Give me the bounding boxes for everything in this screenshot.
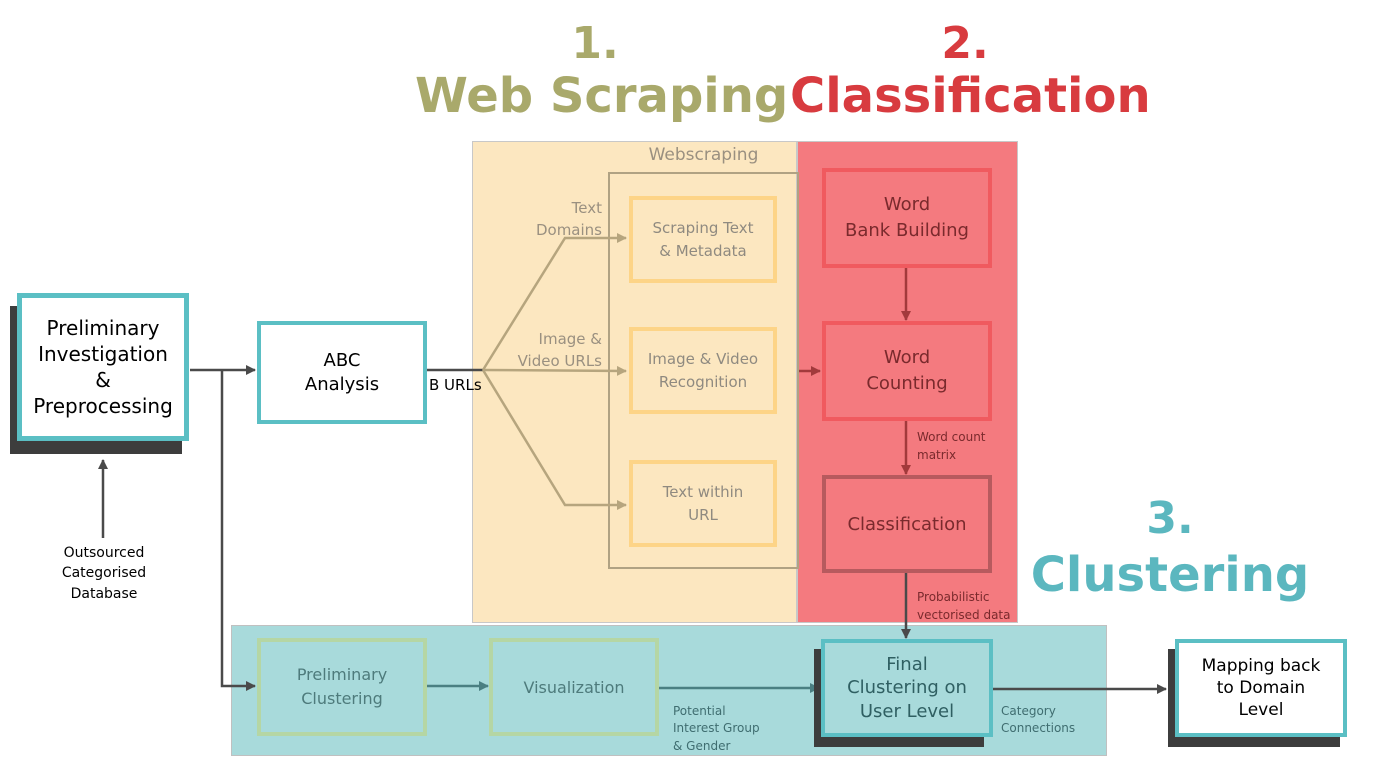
text-within-url-box: Text within URL bbox=[629, 460, 777, 547]
arrow-split-to-image-video bbox=[482, 365, 627, 376]
heading-classification-number: 2. bbox=[941, 18, 989, 69]
heading-classification-title: Classification bbox=[790, 68, 1151, 124]
potential-interest-label: Potential Interest Group & Gender bbox=[673, 704, 760, 753]
word-bank-building-box: Word Bank Building bbox=[822, 168, 992, 268]
heading-web-scraping-title: Web Scraping bbox=[415, 68, 789, 124]
category-connections-label: Category Connections bbox=[1001, 704, 1076, 736]
arrow-preliminary-to-clustering bbox=[220, 370, 256, 691]
abc-analysis-box: ABC Analysis bbox=[257, 321, 427, 424]
image-video-urls-label: Image & Video URLs bbox=[517, 330, 602, 370]
image-video-recognition-box: Image & Video Recognition bbox=[629, 327, 777, 414]
final-clustering-box: Final Clustering on User Level bbox=[821, 639, 993, 737]
classification-box: Classification bbox=[822, 475, 992, 573]
mapping-back-box: Mapping back to Domain Level bbox=[1175, 639, 1347, 737]
preliminary-clustering-box: Preliminary Clustering bbox=[257, 638, 427, 736]
preliminary-investigation-box: Preliminary Investigation & Preprocessin… bbox=[17, 293, 189, 441]
heading-clustering-title: Clustering bbox=[1030, 547, 1310, 603]
visualization-box: Visualization bbox=[489, 638, 659, 736]
word-counting-box: Word Counting bbox=[822, 321, 992, 421]
scraping-text-box: Scraping Text & Metadata bbox=[629, 196, 777, 283]
webscraping-label: Webscraping bbox=[648, 145, 759, 165]
arrow-split-to-scraping-text bbox=[481, 233, 627, 371]
heading-clustering-number: 3. bbox=[1146, 493, 1194, 544]
arrow-split-to-text-within-url bbox=[481, 369, 627, 510]
probabilistic-label: Probabilistic vectorised data bbox=[917, 590, 1011, 622]
outsourced-database-label: Outsourced Categorised Database bbox=[61, 545, 147, 602]
word-count-matrix-label: Word count matrix bbox=[917, 430, 986, 462]
heading-web-scraping-number: 1. bbox=[571, 18, 619, 69]
text-domains-label: Text Domains bbox=[535, 199, 602, 239]
b-urls-label: B URLs bbox=[429, 376, 482, 394]
